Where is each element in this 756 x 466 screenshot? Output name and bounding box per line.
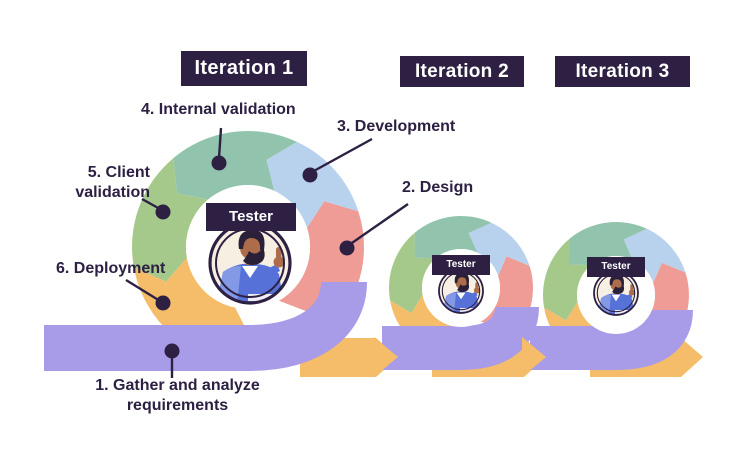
label-client-validation: 5. Client validation <box>75 164 150 201</box>
flow-arrow-tip-1 <box>374 337 398 377</box>
tester-avatar-2 <box>438 268 484 314</box>
arc-segment-client-validation <box>132 158 209 282</box>
label-design: 2. Design <box>402 179 474 196</box>
leader-dot-design <box>339 240 355 256</box>
arc-segment-internal-validation <box>173 131 297 200</box>
arc-segment-internal-validation <box>414 215 492 259</box>
tester-avatar-1 <box>208 221 292 305</box>
iteration-1-badge: Iteration 1 <box>181 51 307 86</box>
leader-dot-gather <box>164 343 180 359</box>
leader-line-design <box>348 203 409 246</box>
leader-line-deployment <box>125 278 161 303</box>
iteration-2-badge: Iteration 2 <box>400 56 524 87</box>
leader-dot-client-validation <box>155 204 171 220</box>
requirements-swoosh-2 <box>382 305 539 370</box>
label-deployment: 6. Deployment <box>56 260 166 277</box>
leader-line-development <box>311 137 373 174</box>
leader-line-internal-validation <box>217 127 223 159</box>
requirements-swoosh-1 <box>44 280 367 371</box>
arc-segment-client-validation <box>542 239 591 321</box>
leader-dot-development <box>302 167 318 183</box>
arc-segment-client-validation <box>388 232 436 314</box>
requirements-swoosh-3 <box>530 308 693 370</box>
leader-line-client-validation <box>141 197 161 211</box>
arc-segment-development <box>623 228 686 283</box>
leader-dot-internal-validation <box>211 155 227 171</box>
tester-badge-2: Tester <box>432 255 490 275</box>
label-internal-validation: 4. Internal validation <box>141 101 296 118</box>
arc-segment-development <box>266 141 359 228</box>
label-development: 3. Development <box>337 118 456 135</box>
tester-avatar-3 <box>593 270 639 316</box>
tester-badge-3: Tester <box>587 257 645 277</box>
flow-arrow-tip-2 <box>522 337 546 377</box>
arc-segment-development <box>468 222 530 276</box>
tester-badge-1: Tester <box>206 203 296 231</box>
iteration-3-badge: Iteration 3 <box>555 56 690 87</box>
leader-dot-deployment <box>155 295 171 311</box>
label-gather-requirements: 1. Gather and analyze requirements <box>95 377 260 414</box>
label-leader-lines <box>125 127 409 378</box>
arc-segment-internal-validation <box>569 221 647 266</box>
